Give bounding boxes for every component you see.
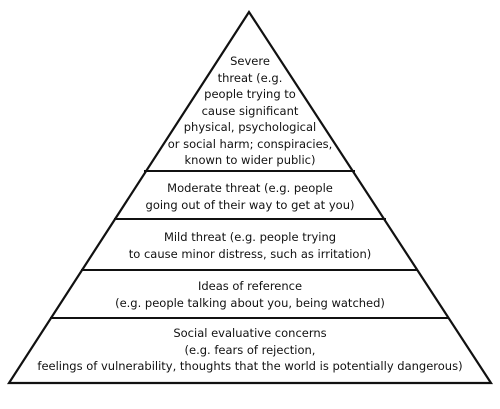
tier-line: Social evaluative concerns xyxy=(173,326,327,340)
tier-line: feelings of vulnerability, thoughts that… xyxy=(37,359,463,373)
tier-moderate-threat: Moderate threat (e.g. people going out o… xyxy=(0,180,500,213)
tier-line: or social harm; conspiracies, xyxy=(167,136,333,151)
tier-line: going out of their way to get at you) xyxy=(145,197,355,212)
tier-social-evaluative-concerns: Social evaluative concerns (e.g. fears o… xyxy=(0,325,500,375)
tier-line: Severe xyxy=(230,54,270,68)
tier-severe-threat: Severe threat (e.g. people trying to cau… xyxy=(0,53,500,169)
tier-line: (e.g. fears of rejection, xyxy=(184,342,316,357)
tier-line: to cause minor distress, such as irritat… xyxy=(128,246,372,261)
tier-line: cause significant xyxy=(201,103,299,118)
tier-line: people trying to xyxy=(204,87,296,101)
tier-line: physical, psychological xyxy=(183,120,317,134)
tier-line: (e.g. people talking about you, being wa… xyxy=(115,295,385,310)
tier-line: known to wider public) xyxy=(184,153,316,167)
tier-mild-threat: Mild threat (e.g. people trying to cause… xyxy=(0,229,500,262)
tier-line: Mild threat (e.g. people trying xyxy=(163,230,337,244)
tier-ideas-of-reference: Ideas of reference (e.g. people talking … xyxy=(0,278,500,311)
tier-line: Moderate threat (e.g. people xyxy=(167,181,333,195)
tier-line: threat (e.g. xyxy=(217,70,283,85)
pyramid-outline xyxy=(6,9,494,385)
tier-line: Ideas of reference xyxy=(197,279,303,293)
